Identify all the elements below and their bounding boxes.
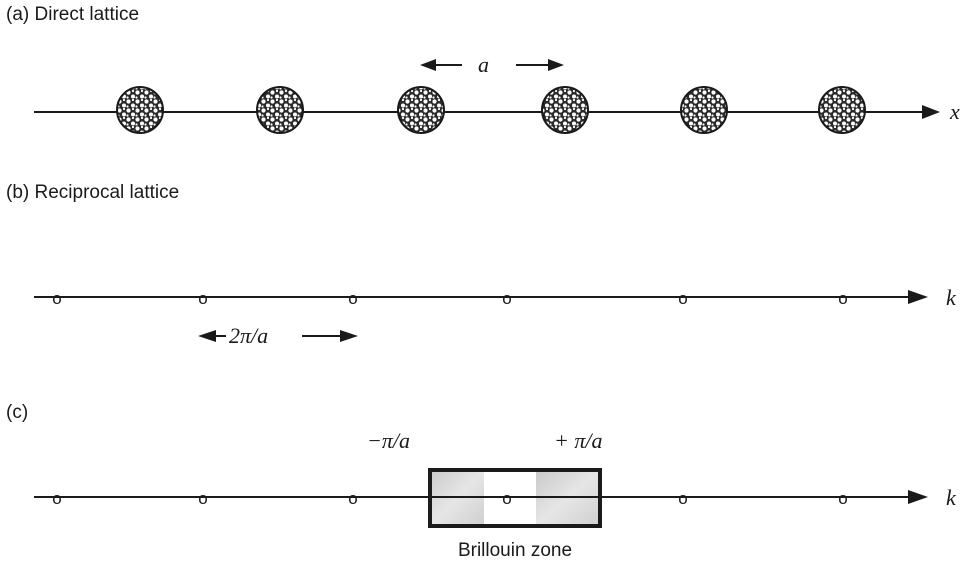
reciprocal-point: o (198, 289, 207, 308)
k-axis-label: k (946, 285, 957, 310)
spacing-2pi-a-label: 2π/a (229, 323, 268, 348)
panel-a-label: (a) Direct lattice (6, 4, 139, 25)
reciprocal-point: o (678, 289, 687, 308)
zone-left-bound-label: −π/a (367, 428, 410, 453)
k-axis-label-c: k (946, 485, 957, 510)
panel-reciprocal-lattice: (b) Reciprocal lattice k o o o o o o 2π/… (6, 182, 957, 348)
right-arrowhead (548, 59, 564, 71)
lattice-spacing-indicator: a (420, 52, 564, 77)
reciprocal-point: o (52, 289, 61, 308)
lattice-atom (256, 86, 304, 134)
reciprocal-point-row: o o o o o o (52, 289, 847, 308)
panel-direct-lattice: (a) Direct lattice x a (6, 4, 960, 134)
reciprocal-point: o (502, 289, 511, 308)
reciprocal-point: o (838, 289, 847, 308)
zone-right-bound-label: + π/a (554, 428, 602, 453)
panel-b-label: (b) Reciprocal lattice (6, 182, 179, 203)
panel-c-label: (c) (6, 402, 28, 423)
k-axis-arrowhead (908, 290, 928, 304)
reciprocal-point: o (502, 489, 511, 508)
reciprocal-spacing-indicator: 2π/a (198, 323, 358, 348)
reciprocal-point-row-c: o o o o o o (52, 489, 847, 508)
left-arrowhead (198, 330, 216, 342)
x-axis-label: x (949, 99, 960, 124)
lattice-atom (680, 86, 728, 134)
reciprocal-point: o (52, 489, 61, 508)
reciprocal-point: o (838, 489, 847, 508)
lattice-atom (818, 86, 866, 134)
lattice-atom (541, 86, 589, 134)
left-arrowhead (420, 59, 436, 71)
panel-brillouin-zone: (c) k o o o o o o −π/a + π/a Brillouin z… (6, 402, 957, 561)
atom-row (116, 86, 866, 134)
reciprocal-point: o (348, 289, 357, 308)
k-axis-arrowhead-c (908, 490, 928, 504)
x-axis-arrowhead (922, 105, 940, 119)
lattice-atom (397, 86, 445, 134)
right-arrowhead (340, 330, 358, 342)
reciprocal-point: o (348, 489, 357, 508)
lattice-atom (116, 86, 164, 134)
brillouin-zone-label: Brillouin zone (458, 540, 572, 561)
spacing-a-label: a (478, 52, 489, 77)
reciprocal-point: o (198, 489, 207, 508)
reciprocal-point: o (678, 489, 687, 508)
